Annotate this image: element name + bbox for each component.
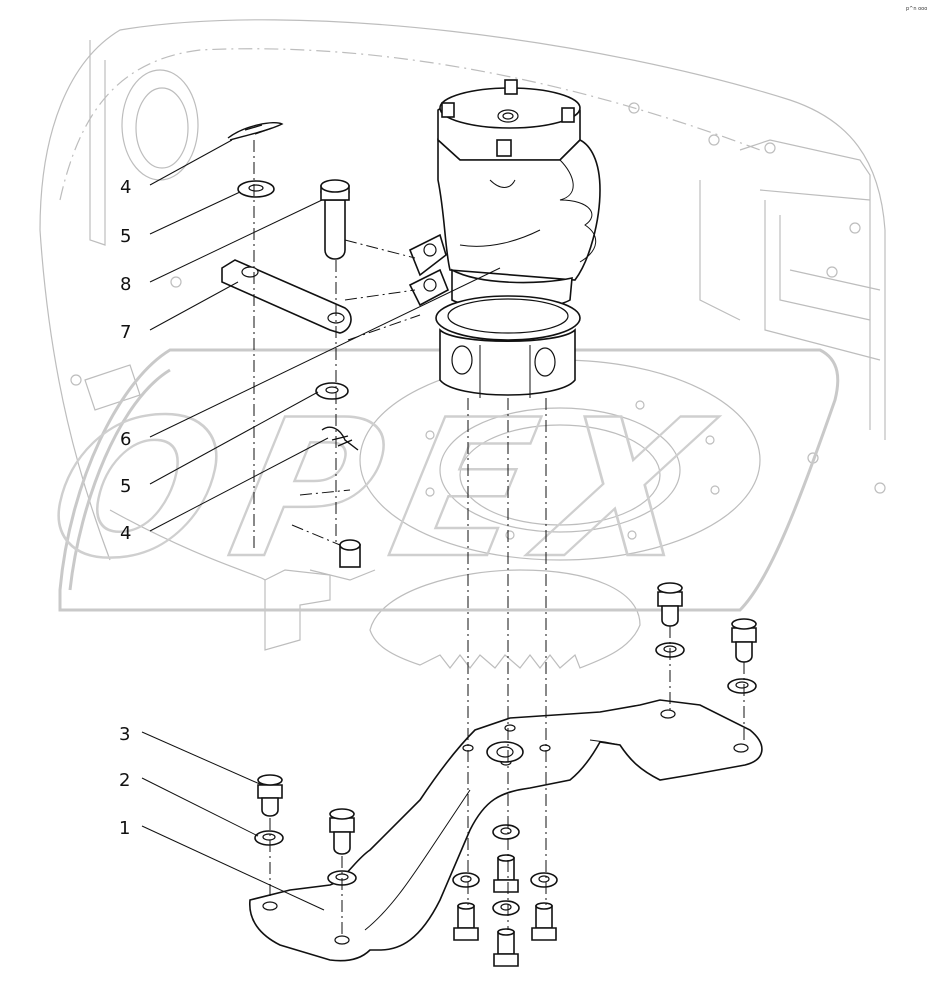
link-plate-part-7 [221, 259, 352, 334]
assembly-axes [253, 140, 745, 935]
callout-labels: 4 5 8 7 6 5 4 3 2 1 [119, 177, 131, 839]
bolt-lower-left [453, 902, 479, 941]
leader-lines [141, 139, 501, 911]
washer-center-mid [492, 900, 520, 916]
washer-lower-right [530, 872, 558, 888]
callout-1: 1 [119, 818, 130, 839]
bolt-left-2 [329, 808, 355, 855]
callout-5-upper: 5 [120, 226, 131, 247]
bolt-center-upper [493, 854, 519, 893]
bolt-part-3 [257, 774, 283, 817]
washer-lower-left [452, 872, 480, 888]
callout-4-lower: 4 [120, 523, 131, 544]
watermark-logo: OPEX [31, 348, 840, 612]
callout-2: 2 [119, 770, 130, 791]
callout-5-lower: 5 [120, 476, 131, 497]
corner-code: p^n ooo [906, 6, 927, 12]
washer-right-2 [727, 678, 757, 694]
callout-6: 6 [120, 429, 131, 450]
washer-part-2 [254, 830, 284, 846]
callout-4-upper: 4 [120, 177, 131, 198]
washer-upper-part-5 [237, 180, 275, 198]
callout-7: 7 [120, 322, 131, 343]
bracket-part-1 [249, 699, 763, 962]
bolt-right-2 [731, 618, 757, 663]
bolt-right-1 [657, 582, 683, 627]
washer-part-6 [315, 382, 349, 400]
washer-center-top [492, 824, 520, 840]
swivel-joint [408, 79, 601, 398]
watermark-text: OPEX [32, 380, 727, 601]
pin-part-8 [320, 179, 350, 260]
callout-8: 8 [120, 274, 131, 295]
split-pin-upper-part-4 [227, 121, 284, 141]
bolt-lower-right [531, 902, 557, 941]
callout-3: 3 [119, 724, 130, 745]
post-socket [339, 539, 361, 568]
split-pin-lower-part-4 [321, 426, 359, 451]
bolt-center-lower [493, 928, 519, 967]
